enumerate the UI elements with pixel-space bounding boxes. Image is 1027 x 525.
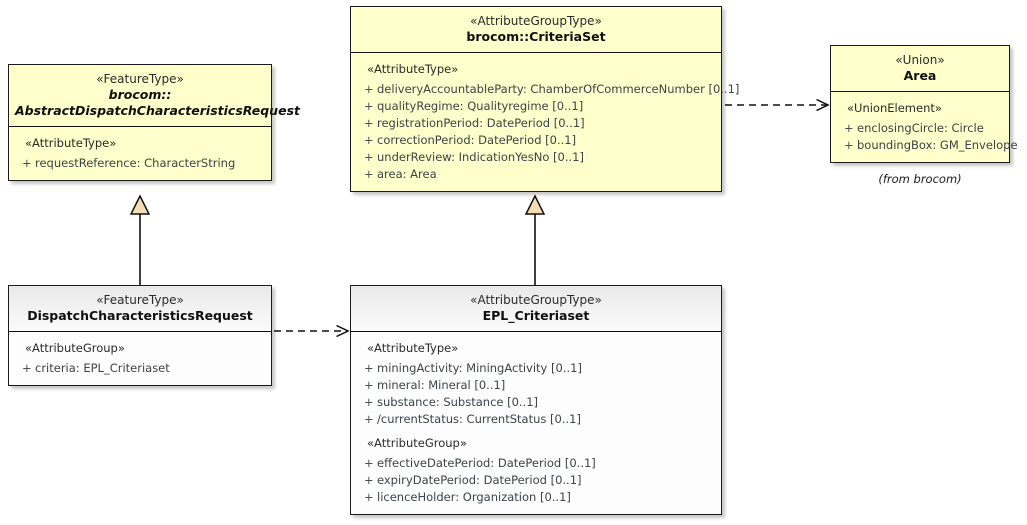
attribute-visibility: +	[364, 361, 374, 375]
attribute-visibility: +	[364, 150, 374, 164]
attribute-row[interactable]: + registrationPeriod: DatePeriod [0..1]	[355, 115, 717, 132]
attribute-text: boundingBox: GM_Envelope	[857, 138, 1018, 152]
class-namespace: brocom::	[108, 87, 172, 102]
class-body: «UnionElement» + enclosingCircle: Circle…	[831, 92, 1018, 162]
attribute-visibility: +	[364, 167, 374, 181]
class-epl-criteriaset[interactable]: «AttributeGroupType» EPL_Criteriaset «At…	[350, 285, 722, 515]
attribute-text: substance: Substance [0..1]	[377, 395, 539, 409]
attribute-text: registrationPeriod: DatePeriod [0..1]	[377, 116, 585, 130]
attribute-text: area: Area	[377, 167, 437, 181]
attribute-row[interactable]: + criteria: EPL_Criteriaset	[13, 360, 267, 377]
attribute-text: criteria: EPL_Criteriaset	[35, 361, 170, 375]
attribute-row[interactable]: + deliveryAccountableParty: ChamberOfCom…	[355, 81, 739, 98]
attribute-row[interactable]: + underReview: IndicationYesNo [0..1]	[355, 149, 717, 166]
class-header: «Union» Area	[831, 46, 1009, 92]
attribute-text: /currentStatus: CurrentStatus [0..1]	[377, 412, 581, 426]
attribute-visibility: +	[364, 116, 374, 130]
attribute-row[interactable]: + expiryDatePeriod: DatePeriod [0..1]	[355, 472, 717, 489]
attribute-group-label: «AttributeGroup»	[25, 341, 125, 355]
attribute-group-label: «AttributeGroup»	[367, 436, 467, 450]
class-header: «AttributeGroupType» brocom::CriteriaSet	[351, 7, 721, 53]
class-name: EPL_Criteriaset	[482, 308, 590, 323]
attribute-visibility: +	[364, 412, 374, 426]
attribute-visibility: +	[22, 156, 32, 170]
attribute-row[interactable]: + /currentStatus: CurrentStatus [0..1]	[355, 411, 717, 428]
class-header: «AttributeGroupType» EPL_Criteriaset	[351, 286, 721, 332]
attribute-row[interactable]: + boundingBox: GM_Envelope	[835, 137, 1018, 154]
attribute-visibility: +	[364, 473, 374, 487]
attribute-visibility: +	[364, 378, 374, 392]
attribute-text: requestReference: CharacterString	[35, 156, 236, 170]
attribute-group-label: «AttributeType»	[367, 62, 459, 76]
attribute-row[interactable]: + mineral: Mineral [0..1]	[355, 377, 717, 394]
attribute-text: effectiveDatePeriod: DatePeriod [0..1]	[377, 456, 596, 470]
class-name: DispatchCharacteristicsRequest	[27, 308, 253, 323]
attribute-row[interactable]: + substance: Substance [0..1]	[355, 394, 717, 411]
class-stereotype: «Union»	[895, 53, 945, 67]
attribute-row[interactable]: + requestReference: CharacterString	[13, 155, 267, 172]
attribute-text: underReview: IndicationYesNo [0..1]	[377, 150, 584, 164]
class-dispatch-characteristics-request[interactable]: «FeatureType» DispatchCharacteristicsReq…	[8, 285, 272, 386]
class-name: Area	[903, 68, 937, 83]
attribute-text: deliveryAccountableParty: ChamberOfComme…	[377, 82, 740, 96]
attribute-group-label: «UnionElement»	[847, 101, 942, 115]
attribute-group-label: «AttributeType»	[367, 341, 459, 355]
class-stereotype: «FeatureType»	[96, 72, 184, 86]
attribute-visibility: +	[22, 361, 32, 375]
attribute-text: correctionPeriod: DatePeriod [0..1]	[377, 133, 577, 147]
attribute-row[interactable]: + area: Area	[355, 166, 717, 183]
attribute-visibility: +	[364, 82, 374, 96]
class-stereotype: «AttributeGroupType»	[470, 293, 602, 307]
class-body: «AttributeType» + miningActivity: Mining…	[351, 332, 721, 514]
class-abstract-dispatch-characteristics-request[interactable]: «FeatureType» brocom:: AbstractDispatchC…	[8, 64, 300, 181]
attribute-text: licenceHolder: Organization [0..1]	[377, 490, 571, 504]
attribute-text: enclosingCircle: Circle	[857, 121, 984, 135]
class-name: AbstractDispatchCharacteristicsRequest	[15, 103, 300, 118]
attribute-row[interactable]: + effectiveDatePeriod: DatePeriod [0..1]	[355, 455, 717, 472]
attribute-row[interactable]: + qualityRegime: Qualityregime [0..1]	[355, 98, 717, 115]
attribute-row[interactable]: + miningActivity: MiningActivity [0..1]	[355, 360, 717, 377]
attribute-row[interactable]: + correctionPeriod: DatePeriod [0..1]	[355, 132, 717, 149]
attribute-visibility: +	[364, 99, 374, 113]
attribute-text: miningActivity: MiningActivity [0..1]	[377, 361, 582, 375]
class-brocom-criteriaset[interactable]: «AttributeGroupType» brocom::CriteriaSet…	[350, 6, 739, 192]
attribute-text: qualityRegime: Qualityregime [0..1]	[377, 99, 584, 113]
class-body: «AttributeType» + deliveryAccountablePar…	[351, 53, 739, 191]
attribute-row[interactable]: + enclosingCircle: Circle	[835, 120, 1005, 137]
attribute-text: expiryDatePeriod: DatePeriod [0..1]	[377, 473, 582, 487]
attribute-group-label: «AttributeType»	[25, 136, 117, 150]
class-stereotype: «AttributeGroupType»	[470, 14, 602, 28]
attribute-visibility: +	[364, 490, 374, 504]
attribute-visibility: +	[844, 121, 854, 135]
class-area-union[interactable]: «Union» Area «UnionElement» + enclosingC…	[830, 45, 1018, 163]
attribute-row[interactable]: + licenceHolder: Organization [0..1]	[355, 489, 717, 506]
class-header: «FeatureType» DispatchCharacteristicsReq…	[9, 286, 271, 332]
attribute-visibility: +	[844, 138, 854, 152]
generalization-criteriaset	[524, 194, 546, 288]
attribute-visibility: +	[364, 133, 374, 147]
class-header: «FeatureType» brocom:: AbstractDispatchC…	[9, 65, 300, 127]
attribute-text: mineral: Mineral [0..1]	[377, 378, 506, 392]
class-stereotype: «FeatureType»	[96, 293, 184, 307]
class-body: «AttributeType» + requestReference: Char…	[9, 127, 271, 180]
class-name: brocom::CriteriaSet	[466, 29, 606, 44]
class-body: «AttributeGroup» + criteria: EPL_Criteri…	[9, 332, 271, 385]
attribute-visibility: +	[364, 456, 374, 470]
area-package-note: (from brocom)	[878, 172, 962, 186]
attribute-visibility: +	[364, 395, 374, 409]
generalization-dispatch	[129, 194, 151, 288]
